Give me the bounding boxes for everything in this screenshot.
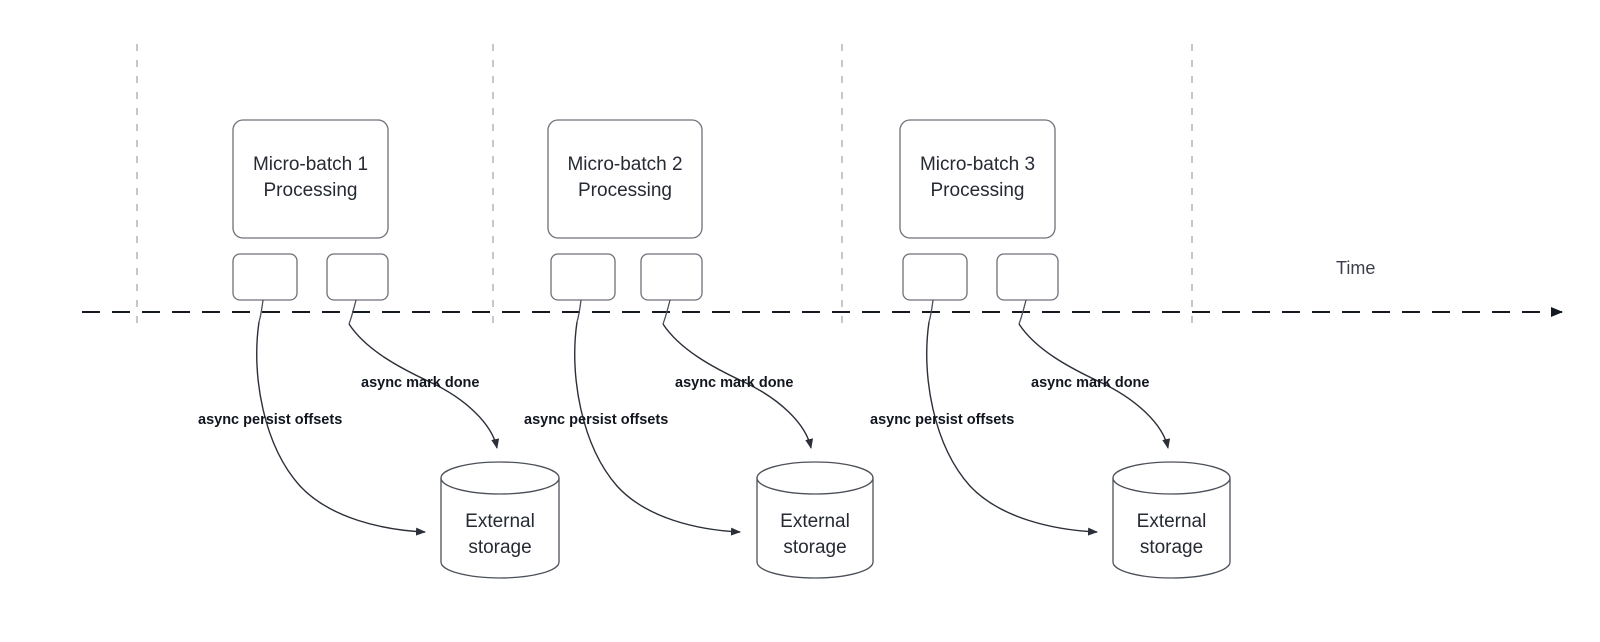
g2-external-storage[interactable] [756,461,874,579]
g1-async-mark-done-label: async mark done [361,375,479,391]
g3-markdone-stub [1018,299,1027,325]
g3-external-storage-label-line2: storage [1140,537,1203,558]
g1-async-persist-offsets-arrow [256,321,426,536]
g2-markdone-stub [662,299,671,325]
g3-async-persist-offsets-arrow [926,321,1098,536]
g1-markdone-stub [348,299,357,325]
g3-offset-commit-task[interactable] [902,253,968,301]
micro-batch-2-box[interactable] [547,119,703,239]
g1-offset-stub [258,299,264,323]
g3-async-mark-done-label: async mark done [1031,375,1149,391]
g2-mark-done-task[interactable] [640,253,703,301]
g2-external-storage-label-line1: External [780,511,850,532]
g1-mark-done-task[interactable] [326,253,389,301]
micro-batch-3-label-line2: Processing [931,180,1025,201]
time-axis-label: Time [1336,258,1375,278]
g3-external-storage-label-line1: External [1137,511,1207,532]
g2-offset-stub [576,299,582,323]
micro-batch-1-box[interactable] [232,119,389,239]
micro-batch-2-label-line2: Processing [578,180,672,201]
g2-external-storage-label-line2: storage [783,537,846,558]
g3-external-storage[interactable] [1112,461,1231,579]
g3-async-mark-done-arrow [1018,323,1171,449]
g2-offset-commit-task[interactable] [550,253,616,301]
g1-offset-commit-task[interactable] [232,253,298,301]
g1-external-storage[interactable] [440,461,560,579]
micro-batch-3-box[interactable] [899,119,1056,239]
micro-batch-2-label-line1: Micro-batch 2 [567,154,682,175]
g2-async-persist-offsets-arrow [574,321,741,536]
group-3: Micro-batch 3 Processing async persist o… [870,119,1231,579]
g1-async-mark-done-arrow [348,323,500,449]
g3-offset-stub [928,299,934,323]
micro-batch-1-label-line2: Processing [264,180,358,201]
g1-async-persist-offsets-label: async persist offsets [198,412,342,428]
g1-external-storage-label-line1: External [465,511,535,532]
g2-async-mark-done-label: async mark done [675,375,793,391]
micro-batch-1-label-line1: Micro-batch 1 [253,154,368,175]
g2-async-mark-done-arrow [662,323,814,449]
g3-async-persist-offsets-label: async persist offsets [870,412,1014,428]
group-2: Micro-batch 2 Processing async persist o… [524,119,874,579]
g2-async-persist-offsets-label: async persist offsets [524,412,668,428]
g3-mark-done-task[interactable] [996,253,1059,301]
g1-external-storage-label-line2: storage [468,537,531,558]
micro-batch-3-label-line1: Micro-batch 3 [920,154,1035,175]
group-1: Micro-batch 1 Processing async persist o… [198,119,560,579]
